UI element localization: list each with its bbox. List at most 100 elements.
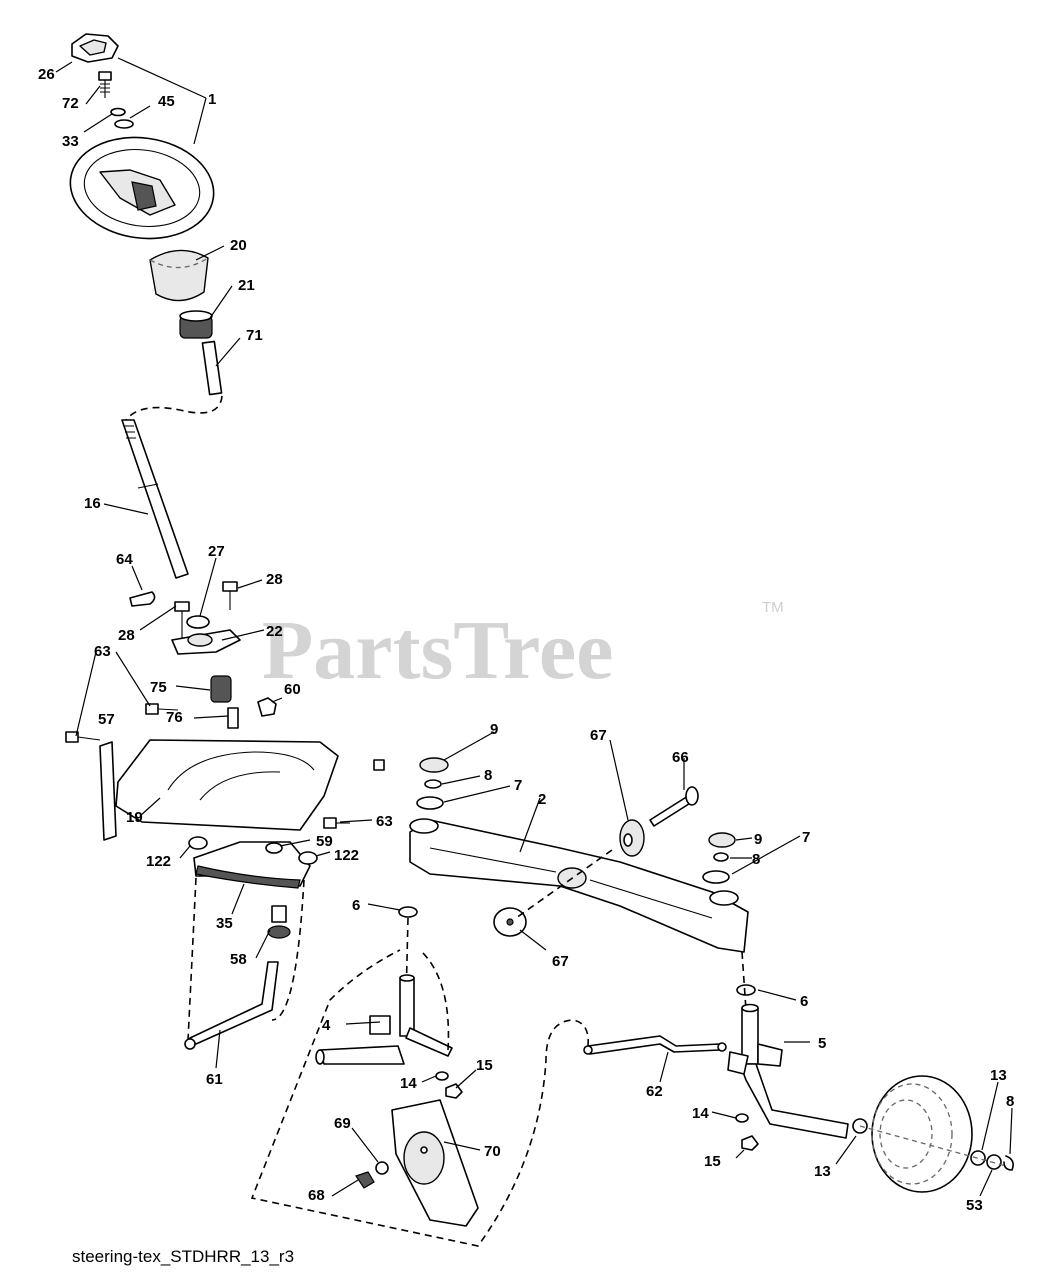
steering-bushing[interactable] bbox=[179, 310, 213, 339]
flange-bushing[interactable] bbox=[186, 615, 210, 629]
washer-14-right[interactable] bbox=[735, 1113, 749, 1123]
bolt-28-right[interactable] bbox=[222, 581, 238, 610]
callout-20: 20 bbox=[230, 237, 247, 254]
leader-lines bbox=[55, 57, 1013, 1197]
spindle-right[interactable] bbox=[727, 1003, 849, 1139]
bracket-57[interactable] bbox=[99, 741, 117, 841]
callout-26: 26 bbox=[38, 66, 55, 83]
hex-nut-60[interactable] bbox=[257, 697, 277, 717]
bushing-6-right[interactable] bbox=[736, 984, 756, 996]
steering-plate[interactable] bbox=[115, 739, 339, 831]
callout-53: 53 bbox=[966, 1197, 983, 1214]
front-axle[interactable] bbox=[409, 818, 749, 953]
steering-adapter-shaft[interactable] bbox=[201, 340, 223, 396]
callout-21: 21 bbox=[238, 277, 255, 294]
screw-right-plate[interactable] bbox=[373, 759, 385, 771]
flange-nut-122-left[interactable] bbox=[188, 836, 208, 850]
bolt-63-top[interactable] bbox=[145, 703, 179, 715]
callout-57: 57 bbox=[98, 711, 115, 728]
assembly-line-spindle-right bbox=[741, 951, 747, 1011]
callout-13-outer: 13 bbox=[990, 1067, 1007, 1084]
callout-16: 16 bbox=[84, 495, 101, 512]
bolt-63-right[interactable] bbox=[323, 817, 350, 829]
callout-8-right: 8 bbox=[752, 851, 760, 868]
callout-71: 71 bbox=[246, 327, 263, 344]
cap-9-right[interactable] bbox=[708, 832, 736, 848]
steering-wheel-bolt[interactable] bbox=[98, 71, 112, 98]
callout-59: 59 bbox=[316, 833, 333, 850]
washer-7-left[interactable] bbox=[416, 796, 444, 810]
bearing-bracket[interactable] bbox=[171, 629, 241, 655]
callout-27: 27 bbox=[208, 543, 225, 560]
spacer-67-upper[interactable] bbox=[619, 819, 645, 857]
nut-15-left[interactable] bbox=[445, 1083, 463, 1099]
front-wheel[interactable] bbox=[871, 1075, 973, 1193]
drag-link[interactable] bbox=[184, 961, 279, 1050]
callout-63-right: 63 bbox=[376, 813, 393, 830]
flange-nut-122-right[interactable] bbox=[298, 851, 318, 865]
spindle-left[interactable] bbox=[315, 974, 453, 1065]
nut-15-right[interactable] bbox=[741, 1135, 759, 1151]
assembly-line-drag-right bbox=[271, 879, 305, 1021]
callout-75: 75 bbox=[150, 679, 167, 696]
lock-washer[interactable] bbox=[110, 107, 126, 117]
callout-67-lower: 67 bbox=[552, 953, 569, 970]
steering-wheel[interactable] bbox=[64, 128, 221, 247]
assembly-line-wheel bbox=[859, 1125, 1007, 1167]
bracket-70[interactable] bbox=[391, 1099, 479, 1227]
callout-72: 72 bbox=[62, 95, 79, 112]
callout-7-left: 7 bbox=[514, 777, 522, 794]
washer-59[interactable] bbox=[265, 842, 283, 854]
bolt-68[interactable] bbox=[355, 1171, 375, 1189]
assembly-line-shaft bbox=[125, 395, 223, 421]
spacer-67-lower[interactable] bbox=[493, 907, 527, 937]
steering-wheel-cap[interactable] bbox=[71, 33, 119, 63]
callout-6-right: 6 bbox=[800, 993, 808, 1010]
callout-58: 58 bbox=[230, 951, 247, 968]
washer-13-outer[interactable] bbox=[970, 1150, 986, 1166]
pivot-bolt-66[interactable] bbox=[649, 786, 699, 827]
assembly-line-spindle-arm bbox=[419, 949, 450, 1051]
sector-gear[interactable] bbox=[193, 841, 311, 889]
callout-64: 64 bbox=[116, 551, 133, 568]
callout-28-right: 28 bbox=[266, 571, 283, 588]
cotter-pin[interactable] bbox=[129, 591, 156, 607]
callout-9-left: 9 bbox=[490, 721, 498, 738]
bushing-6-left[interactable] bbox=[398, 906, 418, 918]
assembly-line-drag-left bbox=[187, 877, 197, 1041]
assembly-line-tie-rod bbox=[250, 949, 589, 1247]
washer-14-left[interactable] bbox=[435, 1071, 449, 1081]
callout-5: 5 bbox=[818, 1035, 826, 1052]
cap-9-left[interactable] bbox=[419, 757, 449, 773]
ring-8-left[interactable] bbox=[424, 779, 442, 789]
clip-8[interactable] bbox=[1003, 1155, 1014, 1171]
callout-labels: 26 72 45 1 33 20 21 71 16 64 27 28 28 22… bbox=[38, 66, 1014, 1214]
callout-60: 60 bbox=[284, 681, 301, 698]
steering-shaft[interactable] bbox=[121, 419, 189, 579]
callout-68: 68 bbox=[308, 1187, 325, 1204]
shoulder-bolt-58[interactable] bbox=[267, 905, 291, 939]
bolt-63-left[interactable] bbox=[65, 731, 101, 743]
washer-69[interactable] bbox=[375, 1161, 389, 1175]
tie-rod[interactable] bbox=[583, 1035, 727, 1055]
watermark-text: PartsTree bbox=[262, 604, 613, 697]
callout-4: 4 bbox=[322, 1017, 331, 1034]
assembly-line-pivot bbox=[515, 849, 613, 919]
pinion-screw[interactable] bbox=[227, 707, 239, 729]
callout-63-top: 63 bbox=[94, 643, 111, 660]
flat-washer[interactable] bbox=[114, 119, 134, 129]
callout-7-right: 7 bbox=[802, 829, 810, 846]
washer-7-right[interactable] bbox=[702, 870, 730, 884]
callout-14-left: 14 bbox=[400, 1075, 417, 1092]
callout-28-left: 28 bbox=[118, 627, 135, 644]
callout-122-left: 122 bbox=[146, 853, 171, 870]
callout-66: 66 bbox=[672, 749, 689, 766]
washer-53[interactable] bbox=[986, 1154, 1002, 1170]
pinion-gear[interactable] bbox=[210, 675, 232, 703]
steering-boot[interactable] bbox=[149, 249, 209, 302]
callout-1: 1 bbox=[208, 91, 216, 108]
ring-8-right[interactable] bbox=[713, 852, 729, 862]
assembly-line-spindle-left bbox=[405, 917, 409, 1001]
callout-35: 35 bbox=[216, 915, 233, 932]
